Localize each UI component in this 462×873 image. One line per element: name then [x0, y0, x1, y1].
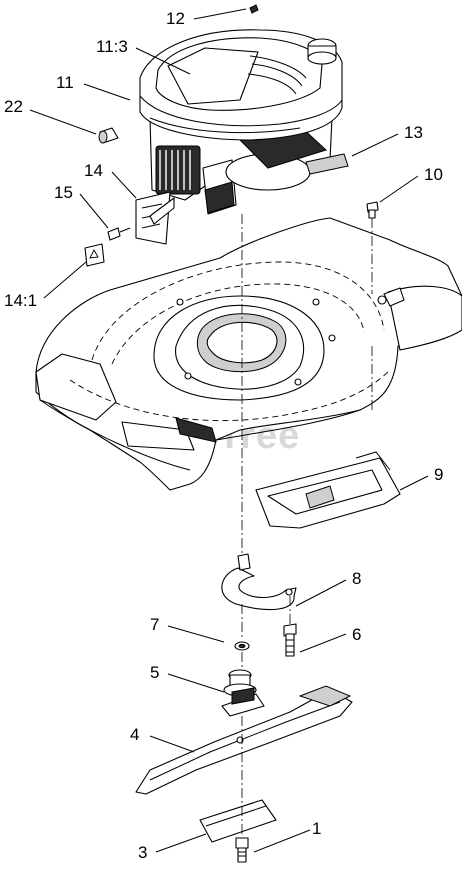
callout-labels: 12 11:3 11 22 13 14 10 15 14:1 9 8 7 6 5…	[4, 9, 443, 862]
callout-9[interactable]: 9	[434, 465, 443, 484]
engine-cooling-fins	[155, 145, 201, 195]
part-7-washer[interactable]	[234, 641, 250, 651]
assembly-centerlines	[241, 214, 373, 836]
part-1-blade-bolt[interactable]	[235, 837, 249, 863]
callout-22[interactable]: 22	[4, 97, 23, 116]
part-13-decal[interactable]	[305, 153, 349, 175]
part-6-bolt[interactable]	[283, 623, 297, 657]
callout-8[interactable]: 8	[352, 569, 361, 588]
callout-14[interactable]: 14	[84, 161, 103, 180]
callout-15[interactable]: 15	[54, 183, 73, 202]
callout-3[interactable]: 3	[138, 843, 147, 862]
callout-14-1[interactable]: 14:1	[4, 291, 37, 310]
callout-10[interactable]: 10	[424, 165, 443, 184]
oil-fill-cap[interactable]	[307, 38, 337, 65]
part-22-plug[interactable]	[98, 127, 119, 144]
part-10-bolt[interactable]	[366, 201, 379, 219]
callout-leaders	[29, 8, 429, 853]
callout-11[interactable]: 11	[56, 73, 74, 92]
part-15-screw[interactable]	[107, 227, 131, 241]
part-4-blade[interactable]	[135, 685, 353, 795]
callout-1[interactable]: 1	[312, 819, 321, 838]
mower-deck[interactable]	[35, 217, 462, 491]
part-14-bracket[interactable]	[135, 191, 175, 245]
callout-6[interactable]: 6	[352, 625, 361, 644]
part-9-mulch-plug[interactable]	[255, 451, 401, 529]
callout-13[interactable]: 13	[404, 123, 423, 142]
callout-5[interactable]: 5	[150, 663, 159, 682]
engine-top-panel	[167, 47, 259, 105]
callout-11-3[interactable]: 11:3	[96, 37, 128, 56]
part-12-screw[interactable]	[249, 4, 259, 14]
part-14-1-warning-label[interactable]	[84, 243, 105, 267]
callout-7[interactable]: 7	[150, 615, 159, 634]
part-8-baffle[interactable]	[221, 553, 297, 611]
engine-assembly[interactable]	[139, 29, 343, 215]
part-3-stiffener[interactable]	[199, 799, 277, 843]
callout-12[interactable]: 12	[166, 9, 185, 28]
callout-4[interactable]: 4	[130, 725, 139, 744]
part-5-blade-adapter[interactable]	[221, 669, 265, 717]
